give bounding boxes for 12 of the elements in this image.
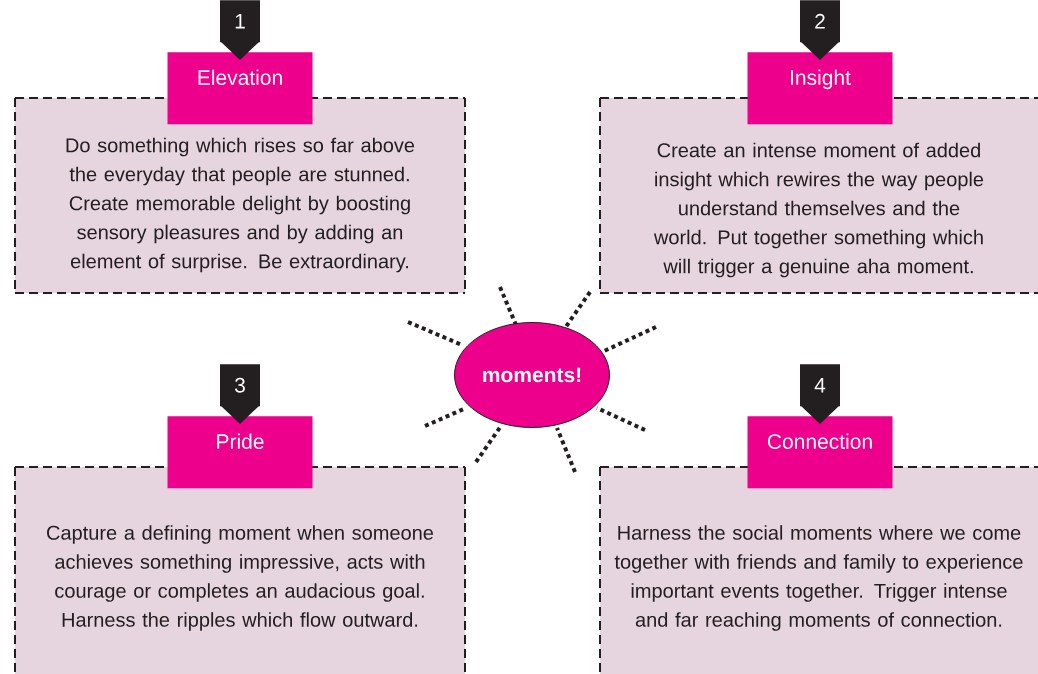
number-tab: 2 <box>800 0 840 60</box>
text-panel: Create an intense moment of added insight which rewires the way people understand themselves and the world. Put together something which will trigger a genuine aha moment. <box>599 97 1038 294</box>
title-box: Pride <box>167 416 313 489</box>
number-tab: 3 <box>220 364 260 424</box>
title-box: Insight <box>747 52 893 125</box>
title-box: Connection <box>747 416 893 489</box>
number-tab: 4 <box>800 364 840 424</box>
title-box: Elevation <box>167 52 313 125</box>
text-panel: Do something which rises so far above the everyday that people are stunned. Create memorable delight by boosting sensory pleasures and by adding an element of surprise. Be extraordinary. <box>14 97 466 294</box>
number-tab: 1 <box>220 0 260 60</box>
text-panel: Harness the social moments where we come together with friends and family to experience important events together. Trigger intense and far reaching moments of connection. <box>599 466 1038 674</box>
text-panel: Capture a defining moment when someone achieves something impressive, acts with courage or completes an audacious goal. Harness the ripples which flow outward. <box>14 466 466 674</box>
